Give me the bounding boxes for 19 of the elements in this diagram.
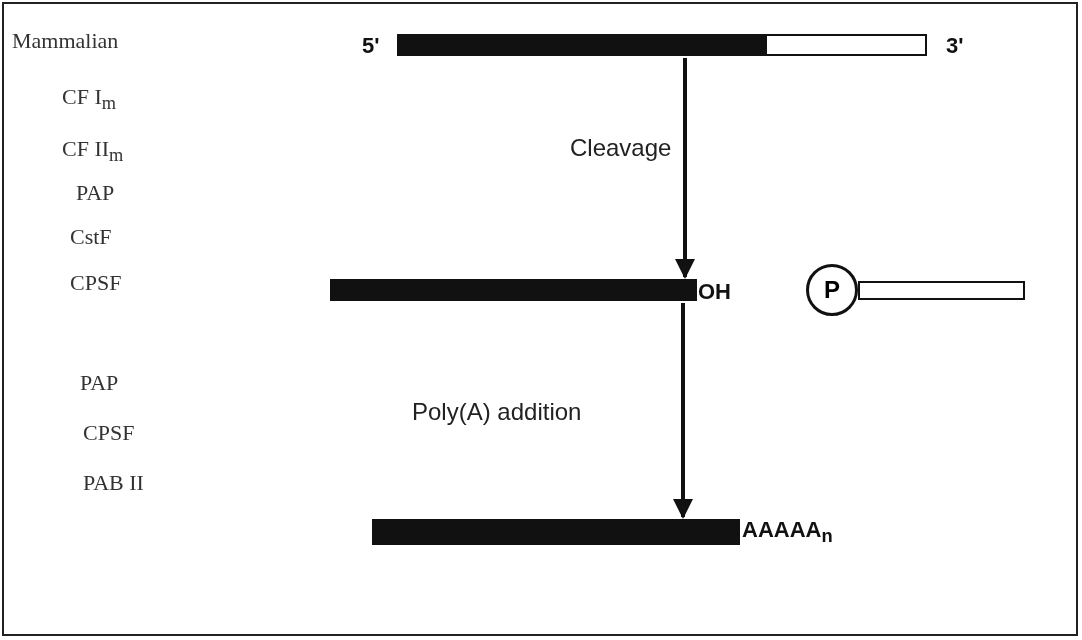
arrow bbox=[675, 58, 695, 279]
rna-bar bbox=[397, 34, 927, 56]
factor-name: CF II$_{m}$ bbox=[62, 136, 124, 167]
rna-bar bbox=[330, 279, 697, 301]
end-label: 3' bbox=[946, 33, 964, 59]
organism-heading: Mammalian bbox=[12, 28, 119, 54]
factor-name: CF I$_{m}$ bbox=[62, 84, 116, 115]
factor-name: CPSF bbox=[70, 270, 122, 296]
arrow bbox=[673, 303, 693, 519]
factor-name: PAP bbox=[76, 180, 115, 206]
factor-name: CPSF bbox=[83, 420, 135, 446]
factor-name: PAP bbox=[80, 370, 119, 396]
rna-bar bbox=[858, 281, 1025, 300]
end-label: OH bbox=[698, 279, 731, 305]
end-label: AAAAA$_{n}$ bbox=[742, 517, 833, 548]
factor-name: PAB II bbox=[83, 470, 144, 496]
end-label: 5' bbox=[362, 33, 380, 59]
rna-bar bbox=[372, 519, 740, 545]
factor-name: CstF bbox=[70, 224, 112, 250]
